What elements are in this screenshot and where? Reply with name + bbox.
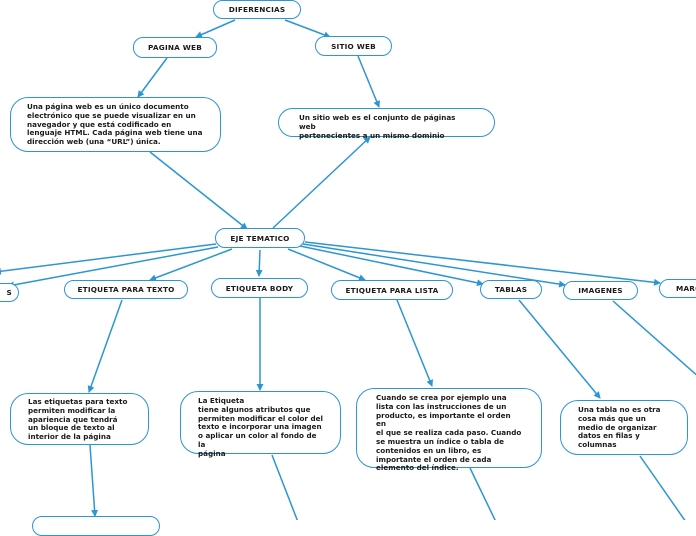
sitio-web-description: Un sitio web es el conjunto de páginas w… xyxy=(278,108,495,139)
node-sitio-web[interactable]: SITIO WEB xyxy=(315,36,392,56)
bottom-node-cut xyxy=(32,516,160,536)
arrow-root-to-pagina xyxy=(195,19,236,38)
etiqueta-body-description: La Etiqueta tiene algunos atributos que … xyxy=(180,391,341,458)
arrow-pagina-to-desc xyxy=(137,57,168,98)
arrow-eje-to-marcos xyxy=(304,241,661,286)
arrow-root-to-sitio xyxy=(284,19,331,39)
line-imagenes-down xyxy=(612,300,696,376)
node-eje-tematico[interactable]: EJE TEMATICO xyxy=(215,228,305,248)
arrow-lista-to-desc xyxy=(396,299,433,387)
etiqueta-texto-description: Las etiquetas para texto permiten modifi… xyxy=(10,393,149,445)
node-etiqueta-body[interactable]: ETIQUETA BODY xyxy=(211,278,308,298)
line-tablasdesc-down xyxy=(639,455,686,520)
arrow-eje-to-texto xyxy=(149,248,233,282)
arrow-eje-to-lista xyxy=(287,248,366,282)
arrow-eje-to-left-2 xyxy=(7,246,219,289)
node-etiqueta-texto[interactable]: ETIQUETA PARA TEXTO xyxy=(64,280,188,299)
node-cut-left[interactable]: S xyxy=(0,283,19,302)
arrow-eje-to-left xyxy=(0,243,217,275)
arrow-eje-to-tablas xyxy=(299,245,484,287)
connector-lines xyxy=(0,19,696,520)
arrow-eje-to-imagenes xyxy=(302,243,566,288)
arrow-textodesc-down xyxy=(89,444,99,517)
arrow-eje-to-sitiodesc xyxy=(272,136,371,229)
tablas-description: Una tabla no es otra cosa más que un med… xyxy=(560,400,688,455)
arrow-tablas-to-desc xyxy=(518,299,601,399)
node-tablas[interactable]: TABLAS xyxy=(480,280,542,299)
arrow-texto-to-desc xyxy=(87,299,123,393)
line-bodydesc-down xyxy=(271,454,299,520)
node-pagina-web[interactable]: PAGINA WEB xyxy=(133,37,217,58)
line-listadesc-down xyxy=(469,467,496,520)
node-etiqueta-lista[interactable]: ETIQUETA PARA LISTA xyxy=(331,280,453,300)
root-node-diferencias[interactable]: DIFERENCIAS xyxy=(213,0,301,19)
etiqueta-lista-description: Cuando se crea por ejemplo una lista con… xyxy=(356,388,542,472)
node-marcos[interactable]: MARC xyxy=(659,279,696,298)
node-imagenes[interactable]: IMAGENES xyxy=(563,281,638,300)
arrow-eje-to-body xyxy=(255,249,263,277)
pagina-web-description: Una página web es un único documento ele… xyxy=(10,97,221,152)
arrow-paginadesc-to-eje xyxy=(149,151,248,230)
arrow-sitio-to-desc xyxy=(357,55,380,108)
